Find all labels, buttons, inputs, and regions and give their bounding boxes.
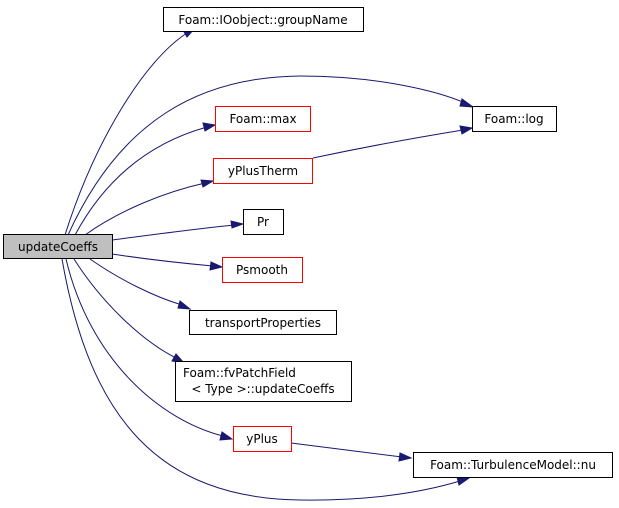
edge-root-to-yplus (65, 258, 224, 437)
node-psmooth-label: Psmooth (236, 263, 288, 277)
edge-root-to-yplustherm-arrow (200, 179, 215, 188)
node-yplustherm-box (213, 158, 313, 184)
edge-root-to-yplus-arrow (219, 431, 234, 441)
node-log-label: Foam::log (484, 112, 543, 126)
node-yplustherm-label: yPlusTherm (228, 164, 298, 178)
edge-root-to-transport-arrow (177, 300, 192, 310)
node-max[interactable]: Foam::max (215, 106, 311, 132)
edge-yplus-to-nu (290, 442, 403, 458)
node-yplus-box (233, 426, 292, 452)
edge-root-to-psmooth-arrow (209, 261, 224, 271)
node-fvpatchfield-updatecoeffs-box (175, 361, 352, 402)
node-pr-label: Pr (257, 215, 269, 229)
node-turbulencemodel-nu-box (413, 452, 613, 478)
edge-root-to-pr-arrow (230, 220, 245, 229)
node-pr-box (243, 209, 284, 235)
node-root-label: updateCoeffs (18, 240, 98, 254)
node-yplustherm[interactable]: yPlusTherm (213, 158, 313, 184)
node-turbulencemodel-nu[interactable]: Foam::TurbulenceModel::nu (413, 452, 613, 478)
node-log-box (472, 106, 557, 132)
node-root-box (3, 234, 113, 259)
node-groupname-label: Foam::IOobject::groupName (178, 13, 347, 27)
node-transportproperties[interactable]: transportProperties (189, 310, 337, 335)
edge-yplus-to-nu-arrow (398, 452, 413, 462)
edge-root-to-log-arrow (459, 98, 475, 108)
node-psmooth-box (222, 257, 303, 283)
node-fvpatchfield-updatecoeffs-label-line2: < Type >::updateCoeffs (191, 382, 334, 396)
edge-root-to-fvpatch (73, 258, 177, 359)
edge-root-to-groupname (64, 32, 188, 236)
node-groupname-box (163, 7, 364, 32)
edge-root-to-yplustherm (84, 182, 206, 236)
edge-root-to-max-arrow (202, 122, 217, 132)
edge-root-to-psmooth (111, 253, 214, 267)
edge-root-to-transport (89, 258, 183, 306)
edges (61, 27, 475, 501)
node-max-box (215, 106, 311, 132)
node-log[interactable]: Foam::log (472, 106, 557, 132)
node-fvpatchfield-updatecoeffs-label-line1: Foam::fvPatchField (183, 366, 296, 380)
node-fvpatchfield-updatecoeffs[interactable]: Foam::fvPatchField < Type >::updateCoeff… (175, 361, 352, 402)
node-groupname[interactable]: Foam::IOobject::groupName (163, 7, 364, 32)
node-transportproperties-box (189, 310, 337, 335)
edge-root-to-log (67, 75, 466, 236)
edge-yplustherm-to-log-arrow (459, 125, 474, 135)
edge-yplustherm-to-log (312, 129, 464, 159)
node-turbulencemodel-nu-label: Foam::TurbulenceModel::nu (430, 458, 596, 472)
node-max-label: Foam::max (229, 112, 296, 126)
node-yplus-label: yPlus (246, 432, 278, 446)
node-root[interactable]: updateCoeffs (3, 234, 113, 259)
node-psmooth[interactable]: Psmooth (222, 257, 303, 283)
node-pr[interactable]: Pr (243, 209, 284, 235)
edge-root-to-pr (111, 224, 235, 241)
node-transportproperties-label: transportProperties (205, 316, 321, 330)
edge-root-to-nu (61, 258, 461, 501)
node-yplus[interactable]: yPlus (233, 426, 292, 452)
edge-root-to-nu-arrow (456, 476, 471, 486)
edge-root-to-max (74, 126, 208, 236)
